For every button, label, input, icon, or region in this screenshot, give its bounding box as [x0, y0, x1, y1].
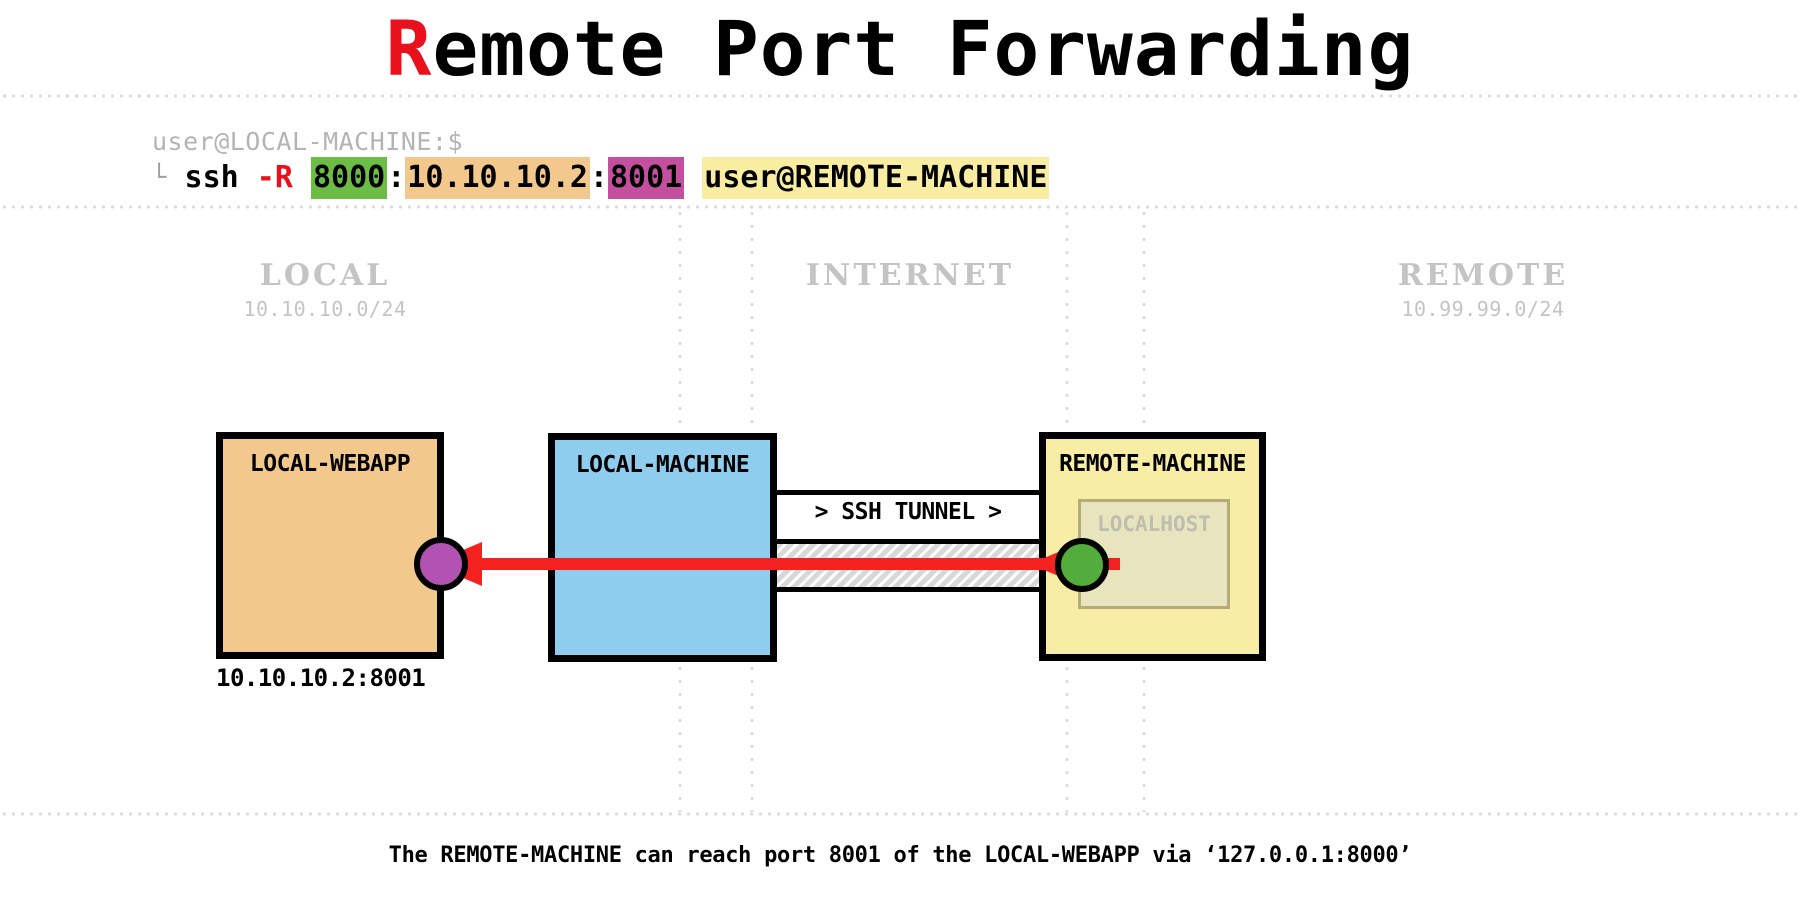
endpoint-dot-remote-localhost-port	[1055, 538, 1109, 592]
zone-title-internet: INTERNET	[805, 258, 1015, 293]
colon-separator-2: :	[589, 160, 608, 195]
ssh-tunnel-label-panel	[777, 490, 1039, 539]
endpoint-dot-webapp-port	[414, 537, 468, 591]
zone-title-local: LOCAL	[259, 258, 391, 293]
ssh-command-name: ssh	[184, 160, 239, 195]
terminal-command-line: └ ssh -R 8000:10.10.10.2:8001 user@REMOT…	[152, 157, 1050, 199]
divider-above-caption	[0, 812, 1800, 816]
ssh-destination: user@REMOTE-MACHINE	[702, 157, 1050, 199]
node-remote-machine-label: REMOTE-MACHINE	[1059, 451, 1246, 477]
zone-subnet-local: 10.10.10.0/24	[243, 297, 407, 321]
diagram-caption: The REMOTE-MACHINE can reach port 8001 o…	[388, 843, 1412, 868]
page-title: Remote Port Forwarding	[0, 4, 1800, 93]
title-lead-letter: R	[385, 4, 433, 93]
node-local-machine[interactable]: LOCAL-MACHINE	[548, 433, 777, 662]
terminal-prompt: user@LOCAL-MACHINE:$	[152, 127, 464, 156]
ssh-tunnel-label: > SSH TUNNEL >	[814, 499, 1002, 525]
ssh-target-port: 8001	[607, 157, 685, 199]
zone-subnet-remote: 10.99.99.0/24	[1401, 297, 1565, 321]
terminal-block: user@LOCAL-MACHINE:$ └ ssh -R 8000:10.10…	[152, 127, 1050, 199]
node-local-webapp-label: LOCAL-WEBAPP	[249, 451, 411, 477]
node-local-machine-label: LOCAL-MACHINE	[575, 452, 750, 478]
node-local-webapp-address: 10.10.10.2:8001	[216, 664, 426, 692]
ssh-bind-port: 8000	[310, 157, 388, 199]
ssh-flag-R: -R	[256, 160, 293, 195]
prompt-corner-icon: └	[152, 163, 167, 191]
zone-title-remote: REMOTE	[1397, 258, 1569, 293]
node-localhost-label: LOCALHOST	[1097, 512, 1211, 536]
node-local-webapp[interactable]: LOCAL-WEBAPP	[216, 432, 444, 659]
title-rest: emote Port Forwarding	[432, 4, 1415, 93]
colon-separator-1: :	[387, 160, 406, 195]
traffic-arrow	[430, 542, 1120, 586]
divider-below-terminal	[0, 205, 1800, 209]
ssh-target-host: 10.10.10.2	[405, 157, 590, 199]
divider-below-title	[0, 94, 1800, 98]
